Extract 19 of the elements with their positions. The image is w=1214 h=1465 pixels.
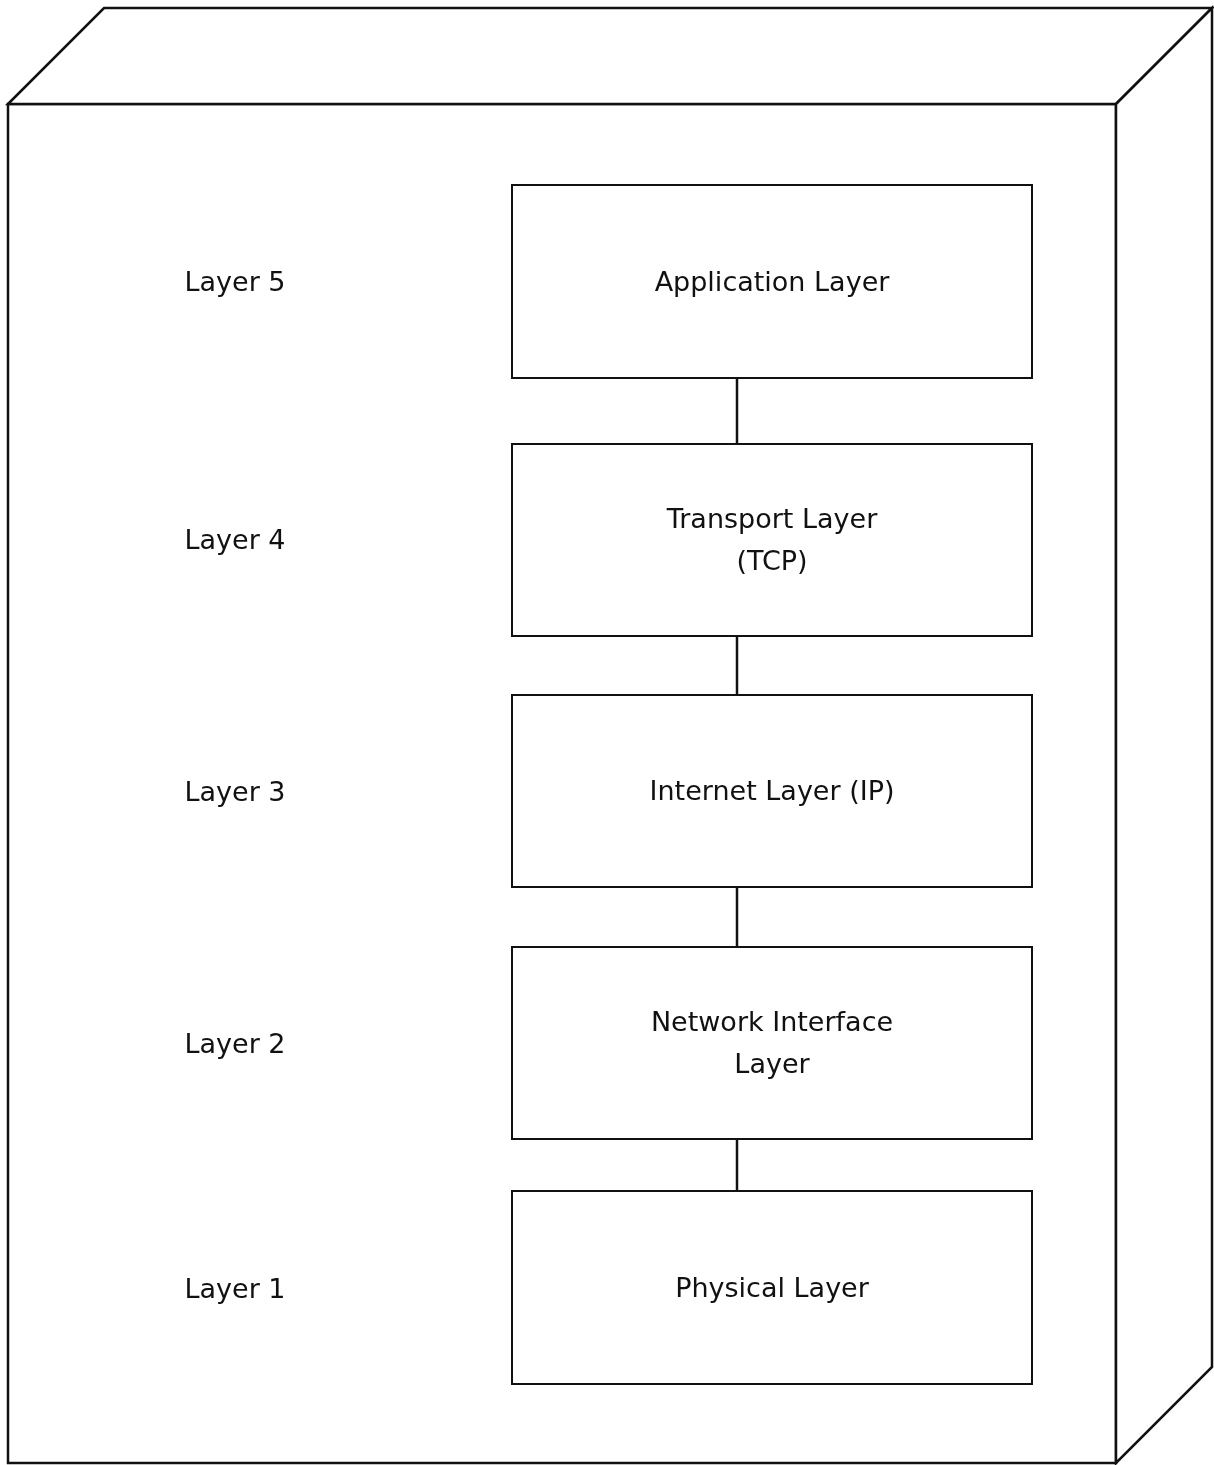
layer-number: Layer 2 (183, 1027, 287, 1059)
layer-name: Internet Layer (IP) (649, 774, 895, 809)
layer-box (511, 1190, 1033, 1385)
connector-line (735, 379, 739, 443)
layer-number: Layer 3 (183, 775, 287, 807)
layer-name: Network Interface Layer (649, 1005, 895, 1081)
layer-number: Layer 4 (183, 523, 287, 555)
layer-box (511, 184, 1033, 379)
layer-name: Application Layer (654, 264, 890, 299)
layer-box (511, 946, 1033, 1140)
layer-name: Transport Layer (TCP) (665, 502, 879, 578)
layer-number: Layer 5 (183, 265, 287, 297)
connector-line (735, 1140, 739, 1190)
connector-line (735, 888, 739, 946)
layer-box (511, 443, 1033, 637)
layer-box (511, 694, 1033, 888)
layer-number: Layer 1 (183, 1272, 287, 1304)
connector-line (735, 637, 739, 694)
layer-name: Physical Layer (675, 1270, 869, 1305)
